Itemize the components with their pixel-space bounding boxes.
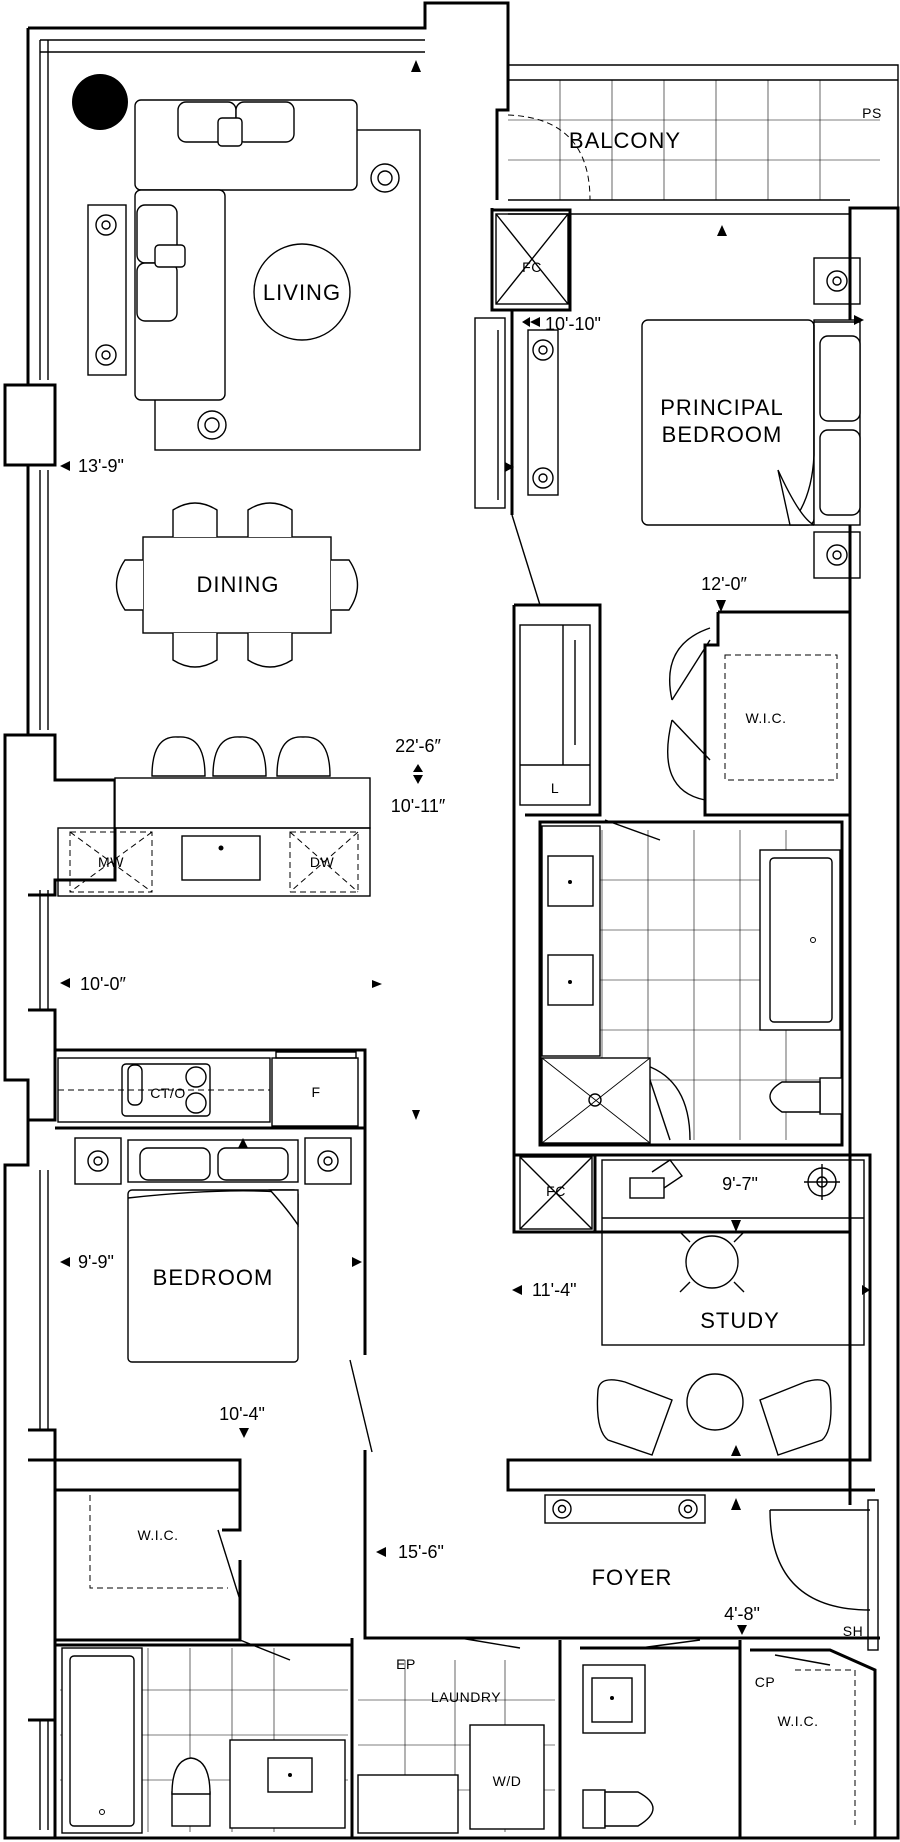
principal-closet: W.I.C. L [519, 624, 838, 806]
doors [217, 514, 879, 1666]
microwave-label: MW [98, 854, 124, 870]
principal-bedroom-label-2: BEDROOM [662, 422, 783, 447]
bedroom-label: BEDROOM [153, 1265, 274, 1290]
dim-principal-length: 12'-0″ [701, 574, 747, 594]
fc-top-label: FC [522, 259, 542, 275]
cooktop-label: CT/O [150, 1085, 185, 1101]
principal-bedroom: FC PRINCIPAL BEDROOM [474, 213, 864, 612]
bedroom-closet: W.I.C. [89, 1495, 228, 1589]
bedroom-area: BEDROOM [60, 1137, 362, 1438]
electrical-panel-label: EP [396, 1656, 416, 1672]
study-label: STUDY [700, 1308, 780, 1333]
dining-area: DINING [115, 502, 359, 668]
dim-bedroom-width: 9'-9" [78, 1252, 114, 1272]
study-area: FC STUDY [519, 1156, 870, 1524]
bedroom-bath [60, 1647, 348, 1834]
dim-living-width: 13'-9" [78, 456, 124, 476]
dim-foyer-length: 4'-8" [724, 1604, 760, 1624]
foyer-area: FOYER W.I.C. CP SH [592, 1565, 863, 1825]
coat-closet-label: CP [755, 1674, 775, 1690]
dim-principal-width: 10'-10" [545, 314, 601, 334]
dim-kitchen-length: 10'-11″ [391, 796, 446, 816]
foyer-label: FOYER [592, 1565, 673, 1590]
dim-overall-length: 22'-6″ [395, 736, 441, 756]
powder-room [582, 1664, 654, 1829]
dim-study-width: 11'-4" [532, 1280, 577, 1300]
principal-ensuite [541, 825, 843, 1144]
ps-label: PS [862, 105, 882, 121]
dining-label: DINING [197, 572, 280, 597]
wic-bedroom-label: W.I.C. [137, 1527, 178, 1543]
laundry-label: LAUNDRY [431, 1689, 501, 1705]
kitchen-area: MW DW CT/O F [57, 736, 420, 1127]
living-label: LIVING [263, 280, 341, 305]
balcony-label: BALCONY [569, 128, 681, 153]
dim-bedroom-length: 10'-4" [219, 1404, 265, 1424]
balcony: BALCONY PS [507, 64, 899, 215]
lamp-icon [95, 163, 400, 440]
wic-foyer-label: W.I.C. [777, 1713, 818, 1729]
fc-bottom-label: FC [546, 1183, 566, 1199]
living-area: LIVING [72, 60, 421, 451]
dishwasher-label: DW [310, 854, 335, 870]
washer-dryer-label: W/D [493, 1773, 522, 1789]
laundry-area: W/D LAUNDRY EP [357, 1656, 555, 1834]
shoe-closet-label: SH [843, 1623, 863, 1639]
dimension-labels: 10'-10" 13'-9" 12'-0″ 22'-6″ 10'-11″ 10'… [60, 314, 760, 1624]
exterior-walls [3, 1, 900, 1840]
dim-foyer-width: 15'-6" [398, 1542, 444, 1562]
dim-study-length: 9'-7" [722, 1174, 758, 1194]
fridge-label: F [311, 1084, 320, 1100]
linen-label: L [551, 780, 559, 796]
wic-principal-label: W.I.C. [745, 710, 786, 726]
principal-bedroom-label-1: PRINCIPAL [660, 395, 784, 420]
column-marker [72, 74, 128, 130]
dim-kitchen-width: 10'-0″ [80, 974, 126, 994]
interior-walls [28, 208, 880, 1838]
